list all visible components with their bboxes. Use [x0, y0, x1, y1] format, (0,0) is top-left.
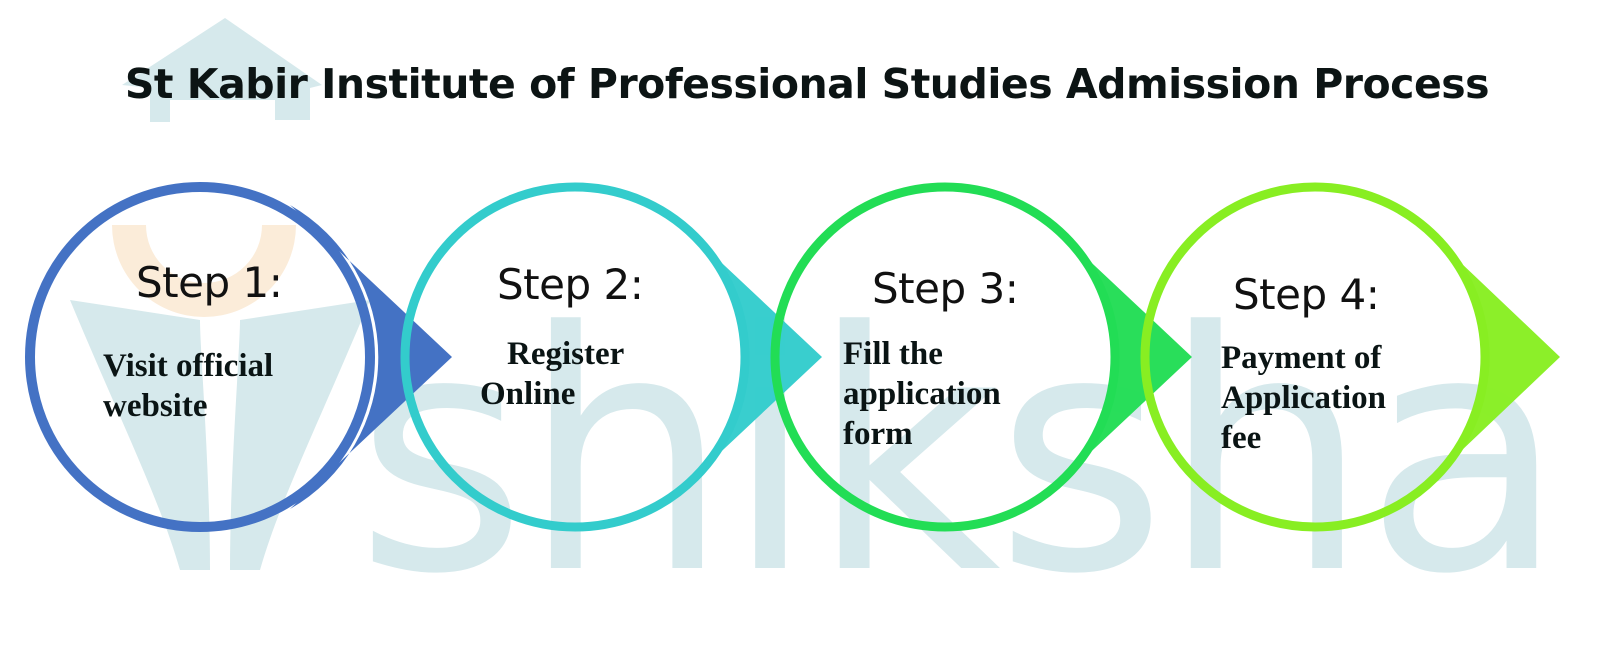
step-2-shape — [400, 182, 822, 532]
step-4-description: Payment of Application fee — [1221, 340, 1387, 456]
step-3-ring — [770, 182, 1120, 532]
step-2-description: Register Online — [480, 336, 625, 412]
watermark-ring-icon — [112, 225, 296, 317]
step-3-heading: Step 3: — [872, 264, 1019, 313]
step-1-heading: Step 1: — [136, 258, 283, 307]
step-1-arrow-icon — [290, 205, 452, 509]
step-3-shape — [770, 182, 1192, 532]
step-2-arrow-icon — [660, 205, 822, 509]
step-2-heading: Step 2: — [497, 260, 644, 309]
watermark-figure-right — [230, 300, 370, 570]
step-1-description: Visit official website — [103, 348, 274, 424]
step-4-arrow-icon — [1400, 205, 1560, 509]
step-3-arrow-icon — [1030, 205, 1192, 509]
step-3-description: Fill the application form — [843, 336, 1001, 452]
step-4-heading: Step 4: — [1233, 270, 1380, 319]
step-4-shape — [1140, 182, 1560, 532]
watermark-figure-left — [70, 300, 210, 570]
step-4-ring — [1140, 182, 1490, 532]
graduation-cap-icon — [122, 18, 322, 122]
page-title: St Kabir Institute of Professional Studi… — [124, 60, 1490, 108]
step-1-shape — [25, 182, 452, 532]
step-2-ring — [400, 182, 750, 532]
step-1-ring — [25, 182, 375, 532]
watermark-wordmark: shiksha — [355, 262, 1560, 646]
